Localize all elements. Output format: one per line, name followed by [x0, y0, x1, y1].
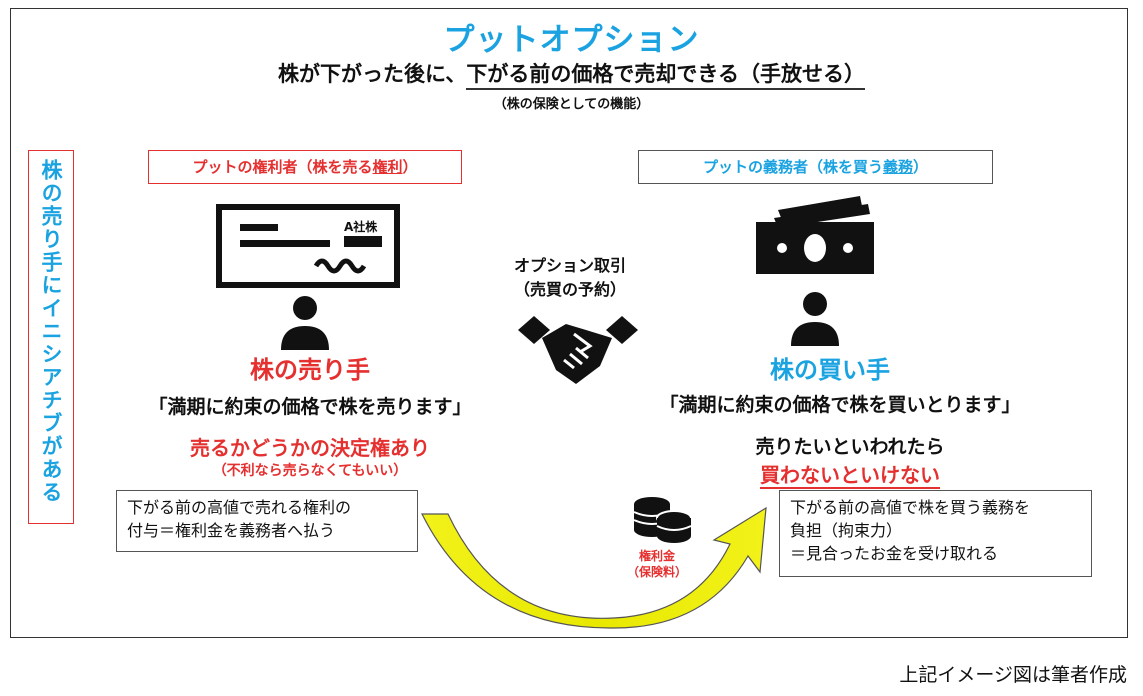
buyer-desc-2: 負担（拘束力） — [790, 521, 903, 540]
seller-quote: 「満期に約束の価格で株を売ります」 — [148, 396, 472, 418]
subtitle-pre: 株が下がった後に、 — [278, 62, 467, 86]
cash-icon — [756, 196, 874, 274]
buyer-desc-1: 下がる前の高値で株を買う義務を — [790, 498, 1031, 517]
buyer-quote: 「満期に約束の価格で株を買いとります」 — [659, 394, 1021, 416]
put-holder-label: プットの権利者（株を売る権利） — [148, 150, 462, 184]
option-trade-label-1: オプション取引 — [513, 256, 626, 275]
certificate-label: A社株 — [344, 219, 378, 234]
premium-flow-arrow — [421, 506, 767, 629]
buyer-description-box: 下がる前の高値で株を買う義務を 負担（拘束力） ＝見合ったお金を受け取れる — [779, 490, 1092, 577]
premium-label-1: 権利金 — [638, 549, 675, 563]
seller-desc-1: 下がる前の高値で売れる権利の — [127, 498, 352, 517]
subtitle: 株が下がった後に、下がる前の価格で売却できる（手放せる） — [0, 58, 1143, 90]
put-holder-label-post: ） — [402, 158, 418, 176]
put-writer-label-post: ） — [913, 158, 929, 176]
buyer-title: 株の買い手 — [770, 356, 890, 384]
buyer-obligation-2-text: 買わないといけない — [760, 463, 940, 489]
put-writer-label: プットの義務者（株を買う義務） — [638, 150, 993, 184]
buyer-obligation-2: 買わないといけない — [690, 459, 1010, 489]
main-title: プットオプション — [443, 22, 700, 58]
premium-label: 権利金 （保険料） — [622, 548, 692, 580]
subtitle-underlined: 下がる前の価格で売却できる（手放せる） — [466, 62, 865, 90]
initiative-vertical-text: 株の売り手にイニシアチブがある — [39, 159, 63, 504]
seller-title: 株の売り手 — [250, 356, 370, 384]
premium-label-2: （保険料） — [626, 565, 687, 579]
seller-right-heading: 売るかどうかの決定権あり — [190, 436, 430, 460]
seller-right-sub: （不利なら売らなくてもいい） — [212, 463, 408, 479]
buyer-obligation-1: 売りたいといわれたら — [755, 436, 945, 458]
put-holder-label-pre: プットの権利者（株を売る — [192, 158, 373, 176]
option-trade-label: オプション取引 （売買の予約） — [490, 254, 650, 302]
footer-credit: 上記イメージ図は筆者作成 — [899, 665, 1127, 686]
coins-icon — [633, 497, 692, 543]
put-holder-label-underlined: 権利 — [372, 158, 403, 176]
subtitle-note: （株の保険としての機能） — [493, 97, 650, 112]
diagram-frame — [10, 8, 1128, 638]
buyer-person-icon — [791, 292, 839, 346]
seller-description-box: 下がる前の高値で売れる権利の 付与＝権利金を義務者へ払う — [116, 490, 418, 552]
put-writer-label-underlined: 義務 — [882, 158, 913, 176]
stock-certificate-icon: A社株 — [216, 204, 400, 288]
handshake-icon — [518, 316, 638, 384]
seller-person-icon — [281, 296, 329, 350]
option-trade-label-2: （売買の予約） — [513, 280, 626, 299]
initiative-vertical-box: 株の売り手にイニシアチブがある — [28, 150, 74, 524]
seller-desc-2: 付与＝権利金を義務者へ払う — [127, 521, 336, 540]
buyer-desc-3: ＝見合ったお金を受け取れる — [790, 544, 999, 563]
put-writer-label-pre: プットの義務者（株を買う — [702, 158, 883, 176]
